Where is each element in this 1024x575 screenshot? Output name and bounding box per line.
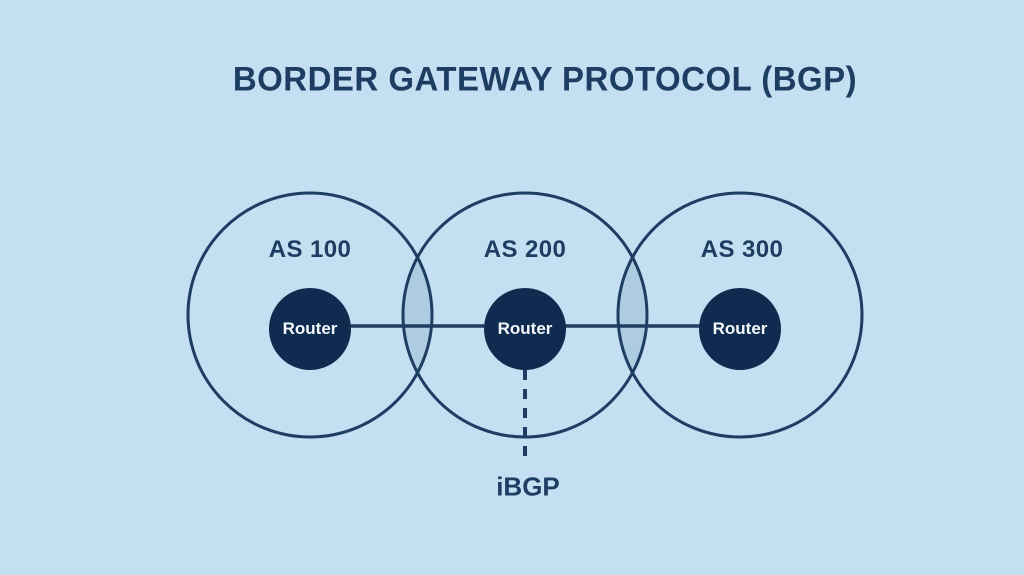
page-title: BORDER GATEWAY PROTOCOL (BGP) <box>232 60 858 99</box>
router-node-as300 <box>699 288 781 370</box>
router-label-as200: Router <box>497 319 553 338</box>
router-node-as200 <box>484 288 566 370</box>
as300-circle <box>616 191 864 439</box>
router-label-as300: Router <box>712 319 768 338</box>
as200-circle <box>401 191 649 439</box>
as300-label: AS 300 <box>700 236 784 263</box>
as100-circle <box>186 191 434 439</box>
ibgp-label: iBGP <box>496 471 560 502</box>
router-node-as100 <box>269 288 351 370</box>
as200-label: AS 200 <box>483 236 567 263</box>
as100-label: AS 100 <box>268 236 352 263</box>
router-label-as100: Router <box>282 319 338 338</box>
